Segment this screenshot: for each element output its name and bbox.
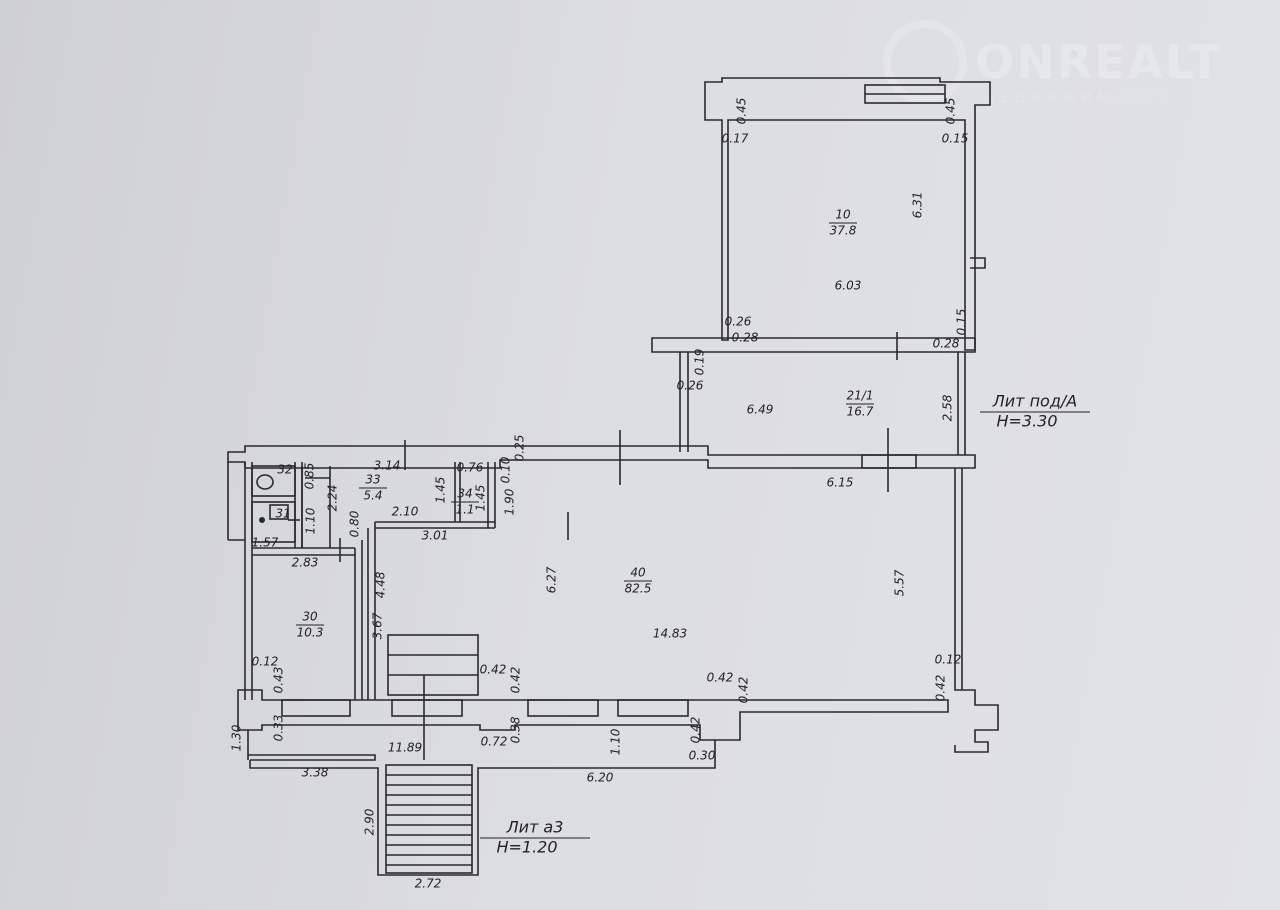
dimension-label: 0.76 — [457, 461, 484, 475]
dimension-label: 6.03 — [835, 279, 862, 293]
dimension-label: 1.10 — [304, 507, 318, 534]
dimension-label: 0.33 — [272, 715, 286, 742]
dimension-label: 0.15 — [955, 309, 969, 336]
dimension-label: 2.72 — [415, 877, 442, 891]
dimension-label: 0.42 — [737, 677, 751, 704]
dimension-label: 0.42 — [707, 671, 734, 685]
dimension-label: 6.49 — [747, 403, 774, 417]
dimension-label: 0.85 — [303, 463, 317, 490]
dimension-label: 11.89 — [388, 741, 422, 755]
height-label: H=3.30 — [996, 412, 1057, 431]
dimension-label: 0.25 — [513, 435, 527, 462]
room-number: 10 — [835, 208, 851, 222]
dimension-label: 0.42 — [480, 663, 507, 677]
dimension-label: 0.80 — [348, 510, 362, 537]
svg-text:НЕДВИЖИМОСТЬ: НЕДВИЖИМОСТЬ — [985, 91, 1175, 106]
room-number: 31 — [275, 507, 290, 521]
dimension-label: 0.28 — [933, 337, 960, 351]
dimension-label: 1.10 — [609, 728, 623, 755]
dimension-label: 2.83 — [292, 556, 319, 570]
dimension-label: 0.45 — [735, 98, 749, 125]
toilet-icon — [256, 474, 274, 490]
lamp-icon — [259, 517, 265, 523]
dimension-label: 0.42 — [509, 667, 523, 694]
walls — [227, 77, 999, 876]
dimension-label: 6.20 — [587, 771, 614, 785]
dimension-label: 0.42 — [689, 717, 703, 744]
dimension-label: 5.57 — [893, 569, 907, 596]
dimension-label: 3.01 — [422, 529, 449, 543]
dimension-label: 0.12 — [252, 655, 279, 669]
dimension-label: 3.14 — [374, 459, 401, 473]
dimension-label: 3.38 — [302, 766, 329, 780]
lit-label: Лит а3 — [506, 818, 564, 837]
dimension-label: 2.58 — [941, 394, 955, 421]
room-number: 30 — [302, 610, 318, 624]
dimension-label: 0.38 — [509, 716, 523, 743]
svg-text:ONREALT: ONREALT — [975, 35, 1222, 89]
dimension-label: 6.31 — [911, 192, 925, 219]
stairs — [385, 764, 473, 874]
dimension-label: 0.17 — [722, 132, 749, 146]
dimension-label: 0.72 — [481, 735, 508, 749]
room-number: 21/1 — [847, 389, 874, 403]
dimension-label: 1.30 — [230, 724, 244, 751]
dimension-label: 0.19 — [693, 349, 707, 376]
sink-icon — [269, 504, 289, 520]
dimension-label: 6.27 — [545, 566, 559, 593]
height-label: H=1.20 — [496, 838, 557, 857]
dimension-label: 0.28 — [732, 331, 759, 345]
room-number: 34 — [457, 487, 472, 501]
dimension-label: 0.12 — [935, 653, 962, 667]
room-area: 5.4 — [363, 489, 382, 503]
room-number: 40 — [630, 566, 646, 580]
dimension-label: 0.26 — [677, 379, 704, 393]
dimension-label: 6.15 — [827, 476, 854, 490]
dimension-label: 1.45 — [474, 485, 488, 512]
dimension-label: 0.42 — [934, 675, 948, 702]
dimension-label: 1.57 — [252, 536, 279, 550]
dimension-label: 14.83 — [653, 627, 687, 641]
dimension-label: 0.26 — [725, 315, 752, 329]
dimension-label: 0.43 — [272, 667, 286, 694]
dimension-label: 1.45 — [434, 477, 448, 504]
dimension-label: 0.10 — [499, 456, 513, 483]
room-area: 10.3 — [297, 626, 324, 640]
room-area: 1.1 — [455, 503, 474, 517]
dimension-label: 0.30 — [689, 749, 716, 763]
room-area: 16.7 — [847, 405, 874, 419]
lit-label: Лит под/А — [992, 392, 1077, 411]
dimension-label: 0.45 — [944, 98, 958, 125]
dimension-label: 4.48 — [374, 571, 388, 598]
dimension-label: 2.10 — [392, 505, 419, 519]
dimension-label: 1.90 — [503, 488, 517, 515]
room-number: 32 — [277, 463, 292, 477]
dimension-label: 2.24 — [326, 485, 340, 512]
dimension-label: 2.90 — [363, 808, 377, 835]
dimension-label: 0.15 — [942, 132, 969, 146]
room-number: 33 — [365, 473, 380, 487]
labels: 10 37.8 21/1 16.7 40 82.5 30 10.3 33 5.4 34 1.1 32 31… — [230, 98, 1090, 891]
room-area: 37.8 — [830, 224, 857, 238]
watermark: ONREALT НЕДВИЖИМОСТЬ — [883, 20, 1222, 106]
dimension-label: 3.67 — [371, 612, 385, 639]
room-area: 82.5 — [625, 582, 652, 596]
